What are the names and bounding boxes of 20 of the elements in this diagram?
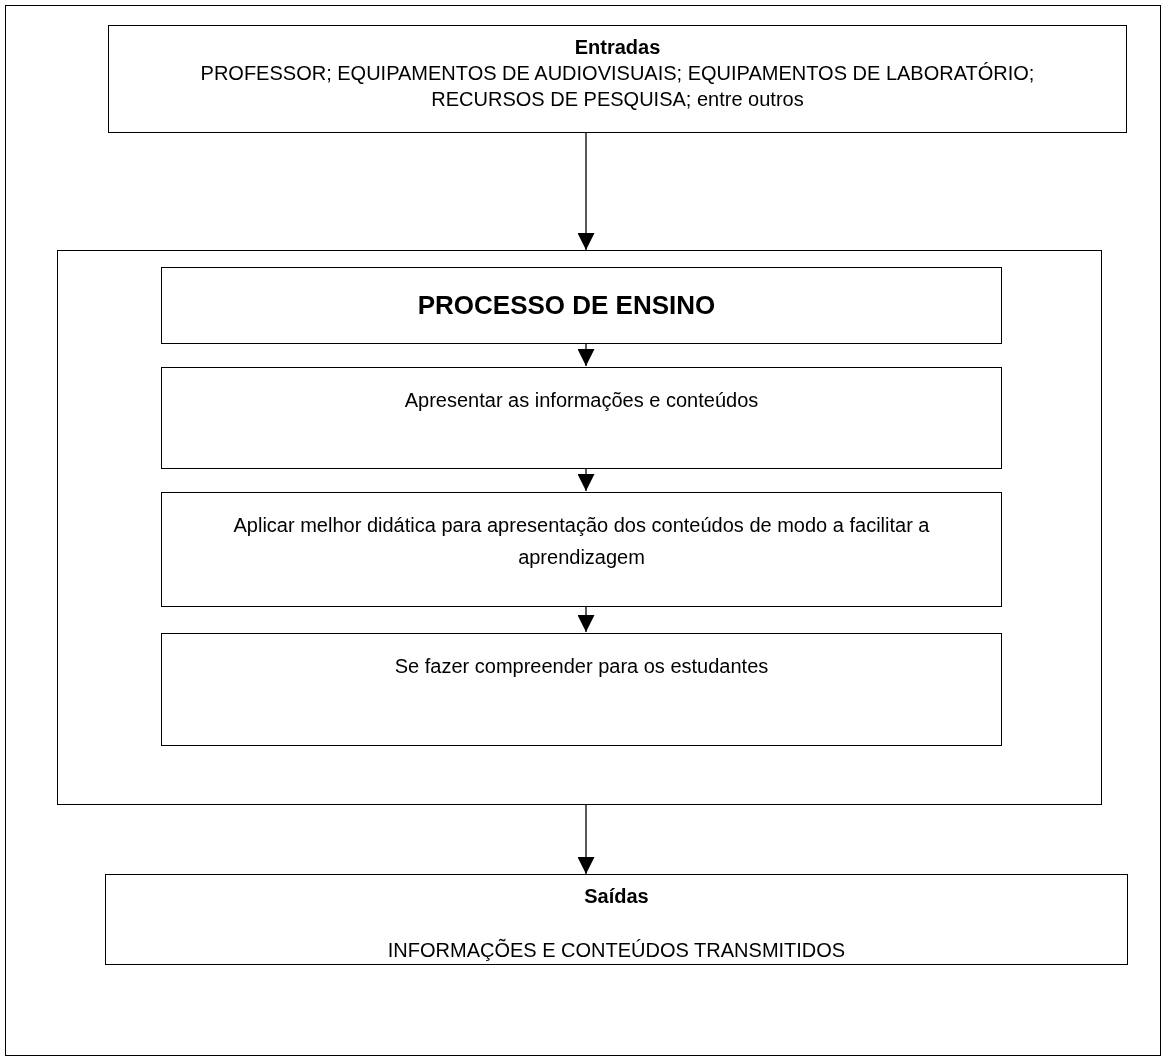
step-text: Aplicar melhor didática para apresentação dos conteúdos de modo a facilitar a aprendizagem <box>232 513 931 570</box>
process-box <box>105 874 1128 965</box>
process-box <box>161 492 1002 607</box>
container-box <box>57 250 1102 805</box>
arrow <box>577 467 595 492</box>
process-box <box>108 25 1127 133</box>
arrow <box>577 605 595 633</box>
step-text: Se fazer compreender para os estudantes <box>393 654 770 679</box>
box-text: INFORMAÇÕES E CONTEÚDOS TRANSMITIDOS <box>386 937 847 963</box>
arrow <box>577 804 595 875</box>
box-heading: Saídas <box>583 884 650 909</box>
process-heading: PROCESSO DE ENSINO <box>416 289 717 322</box>
arrow <box>577 342 595 367</box>
process-box <box>161 367 1002 469</box>
step-text: Apresentar as informações e conteúdos <box>403 388 760 413</box>
process-box <box>161 633 1002 746</box>
arrow <box>577 132 595 251</box>
box-text: PROFESSOR; EQUIPAMENTOS DE AUDIOVISUAIS; EQUIPAMENTOS DE LABORATÓRIO; RECURSOS DE PESQUISA; entre outros <box>199 61 1036 112</box>
process-box <box>161 267 1002 344</box>
box-heading: Entradas <box>573 35 662 60</box>
